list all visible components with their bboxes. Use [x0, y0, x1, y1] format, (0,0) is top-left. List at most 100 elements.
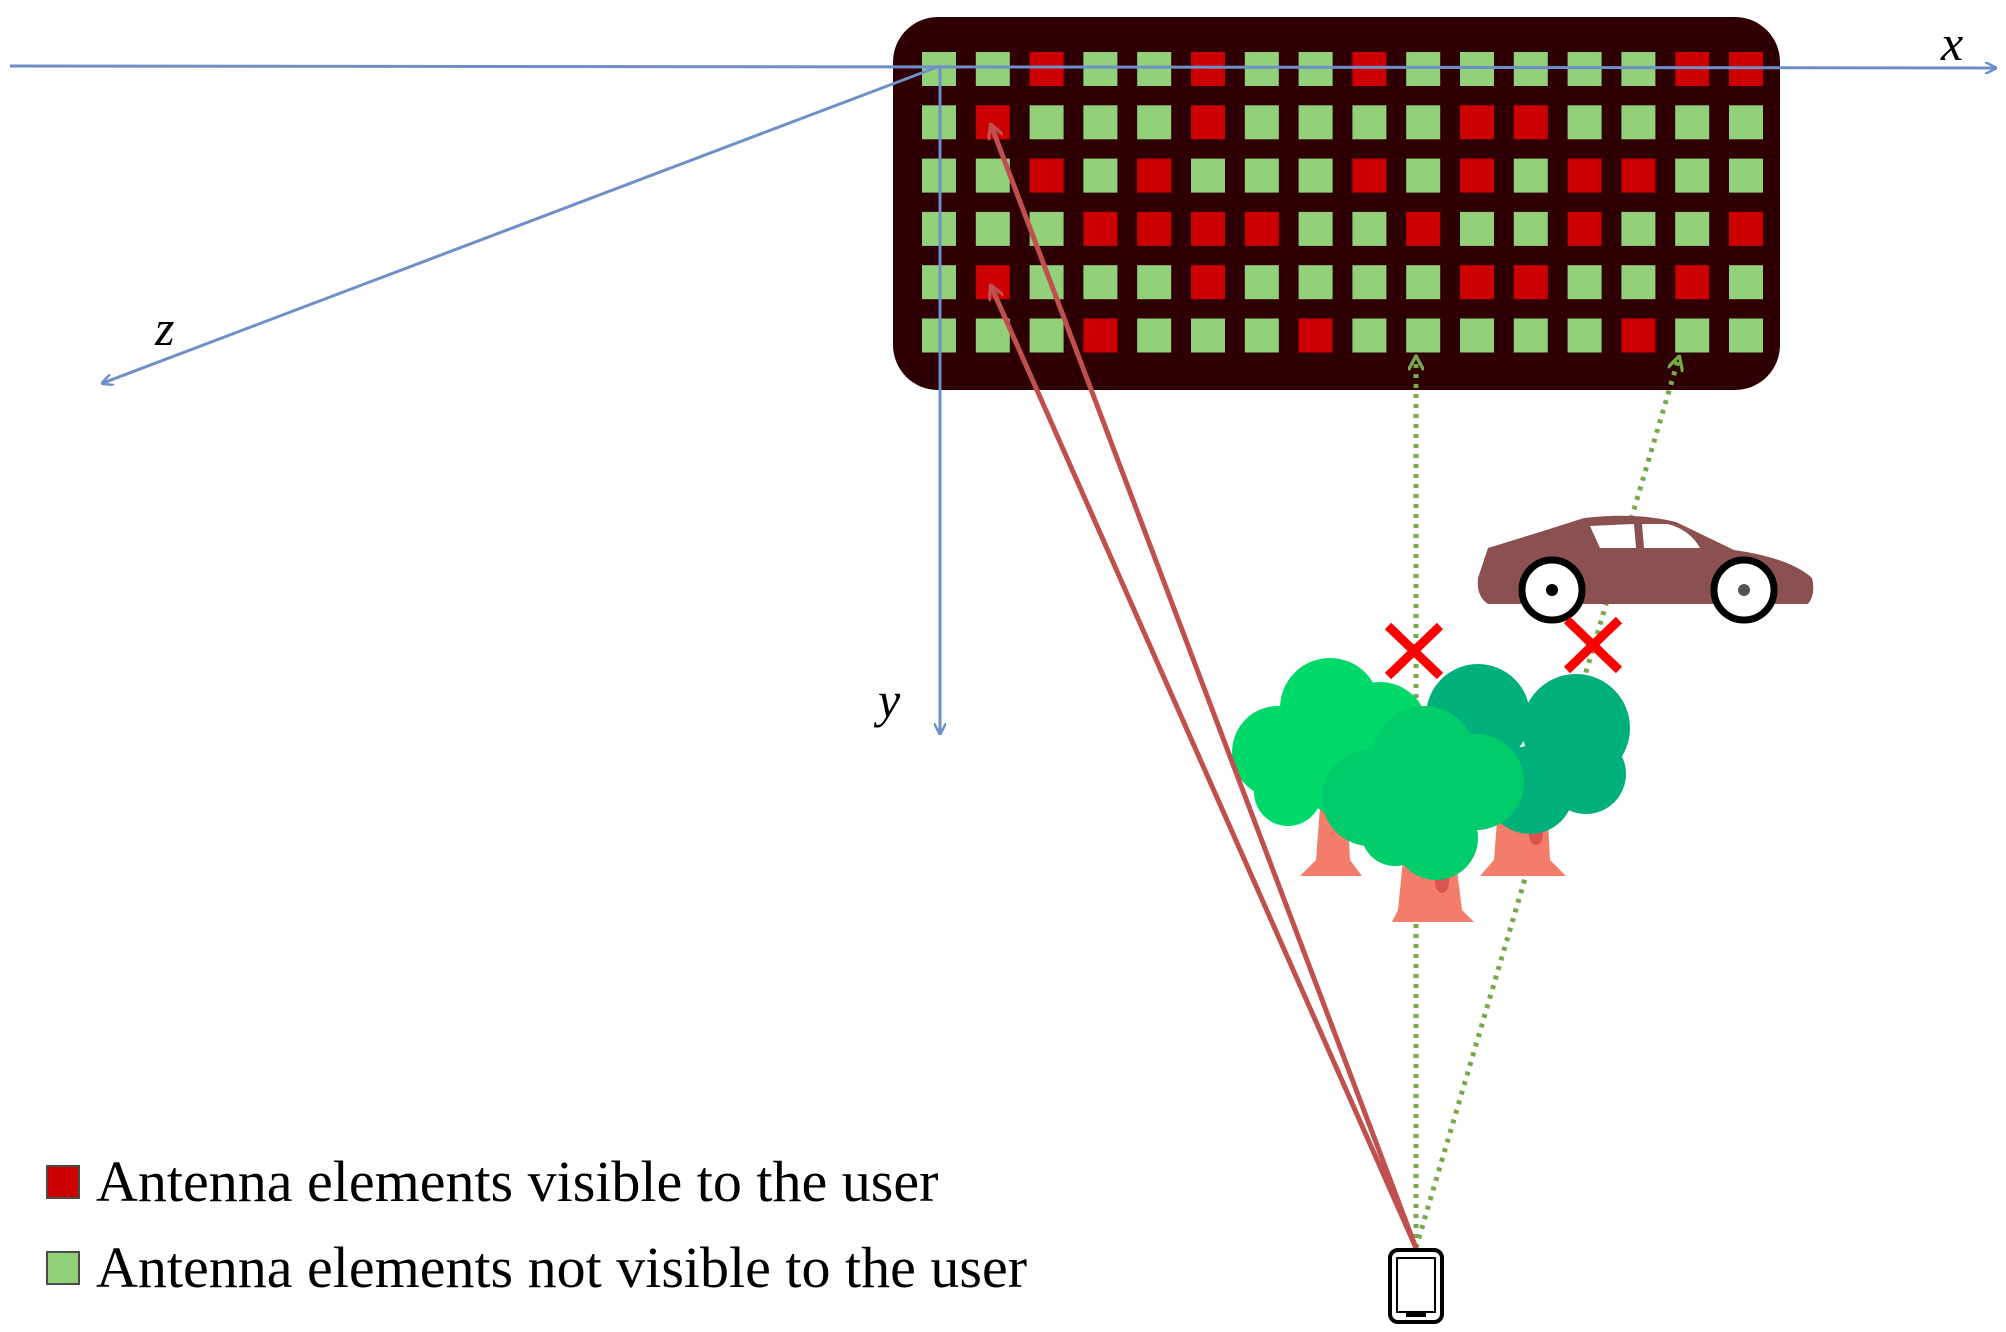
antenna-element-not-visible [1513, 318, 1548, 353]
antenna-element-visible [1567, 211, 1602, 246]
antenna-element-visible [1191, 52, 1225, 86]
antenna-element-not-visible [1621, 211, 1656, 246]
antenna-element-not-visible [1729, 318, 1763, 353]
antenna-elements [922, 52, 1763, 353]
visible-link-1 [991, 125, 1419, 1249]
antenna-element-not-visible [1137, 105, 1172, 140]
car-icon [1477, 515, 1814, 624]
antenna-element-visible [1029, 52, 1064, 86]
tree-icon [1232, 658, 1630, 922]
antenna-element-not-visible [1406, 52, 1441, 86]
antenna-element-visible [1191, 211, 1225, 246]
antenna-element-visible [1137, 158, 1172, 193]
visible-links [991, 125, 1419, 1250]
antenna-element-not-visible [1244, 52, 1279, 86]
legend-swatch-visible [46, 1164, 80, 1199]
antenna-element-not-visible [1298, 52, 1333, 86]
antenna-element-not-visible [1244, 318, 1279, 353]
antenna-element-not-visible [1244, 158, 1279, 193]
blocked-x-icon [1384, 616, 1623, 680]
antenna-element-not-visible [1083, 158, 1118, 193]
antenna-element-visible [1406, 211, 1441, 246]
antenna-element-not-visible [1621, 265, 1656, 300]
antenna-element-visible [1029, 158, 1064, 193]
antenna-element-visible [1513, 105, 1548, 140]
antenna-element-not-visible [1083, 105, 1118, 140]
antenna-element-not-visible [1406, 158, 1441, 193]
antenna-element-not-visible [1298, 265, 1333, 300]
antenna-element-not-visible [1191, 318, 1225, 353]
antenna-element-not-visible [975, 318, 1010, 353]
legend-item-not-visible: Antenna elements not visible to the user [46, 1234, 1027, 1301]
antenna-element-not-visible [975, 211, 1010, 246]
x-axis-label: x [1940, 15, 1963, 71]
antenna-element-not-visible [1083, 52, 1118, 86]
blocked-links [1416, 357, 1679, 1249]
antenna-element-not-visible [1029, 318, 1064, 353]
antenna-element-visible [1567, 158, 1602, 193]
antenna-element-visible [1513, 265, 1548, 300]
antenna-element-not-visible [1567, 105, 1602, 140]
z-axis [103, 64, 941, 383]
legend-swatch-not-visible [46, 1250, 80, 1285]
antenna-element-not-visible [1244, 265, 1279, 300]
antenna-element-not-visible [1029, 105, 1064, 140]
antenna-element-not-visible [1729, 105, 1763, 140]
antenna-element-not-visible [1137, 265, 1172, 300]
antenna-element-not-visible [1513, 211, 1548, 246]
antenna-element-visible [1460, 105, 1494, 140]
legend-label-not-visible: Antenna elements not visible to the user [96, 1235, 1028, 1300]
antenna-element-not-visible [1298, 211, 1333, 246]
antenna-element-not-visible [1621, 105, 1656, 140]
antenna-element-not-visible [1298, 158, 1333, 193]
antenna-element-not-visible [1675, 105, 1710, 140]
antenna-element-visible [1191, 265, 1225, 300]
antenna-element-not-visible [1406, 265, 1441, 300]
antenna-element-visible [1191, 105, 1225, 140]
z-axis-label: z [154, 300, 174, 356]
antenna-element-not-visible [1729, 158, 1763, 193]
antenna-element-not-visible [1675, 211, 1710, 246]
antenna-element-visible [1621, 158, 1656, 193]
antenna-element-not-visible [1244, 105, 1279, 140]
legend-label-visible: Antenna elements visible to the user [96, 1149, 939, 1214]
antenna-element-not-visible [975, 52, 1010, 86]
antenna-element-not-visible [1083, 265, 1118, 300]
antenna-element-not-visible [1567, 265, 1602, 300]
antenna-element-visible [1083, 318, 1118, 353]
antenna-element-not-visible [1460, 52, 1494, 86]
y-axis-label: y [873, 672, 901, 728]
antenna-element-visible [1675, 265, 1710, 300]
legend-item-visible: Antenna elements visible to the user [46, 1148, 938, 1215]
antenna-element-visible [1729, 211, 1763, 246]
antenna-element-not-visible [1460, 318, 1494, 353]
antenna-element-not-visible [1137, 52, 1172, 86]
antenna-element-not-visible [1675, 318, 1710, 353]
antenna-element-not-visible [1513, 158, 1548, 193]
antenna-array [893, 17, 1780, 390]
antenna-element-not-visible [1729, 265, 1763, 300]
antenna-element-not-visible [1675, 158, 1710, 193]
antenna-element-visible [1083, 211, 1118, 246]
visible-link-2 [991, 286, 1419, 1250]
antenna-element-not-visible [1191, 158, 1225, 193]
coordinate-axes: x y z [9, 15, 1995, 733]
antenna-element-visible [1137, 211, 1172, 246]
antenna-element-not-visible [1352, 105, 1387, 140]
antenna-element-not-visible [1406, 318, 1441, 353]
antenna-element-not-visible [1567, 318, 1602, 353]
antenna-element-visible [1244, 211, 1279, 246]
antenna-element-not-visible [1460, 211, 1494, 246]
antenna-element-not-visible [1406, 105, 1441, 140]
antenna-element-not-visible [1298, 105, 1333, 140]
antenna-element-not-visible [1352, 265, 1387, 300]
antenna-element-visible [1352, 158, 1387, 193]
antenna-element-visible [1460, 158, 1494, 193]
antenna-element-not-visible [1352, 211, 1387, 246]
antenna-element-visible [1352, 52, 1387, 86]
antenna-element-visible [1621, 318, 1656, 353]
antenna-element-not-visible [1137, 318, 1172, 353]
antenna-element-visible [1460, 265, 1494, 300]
